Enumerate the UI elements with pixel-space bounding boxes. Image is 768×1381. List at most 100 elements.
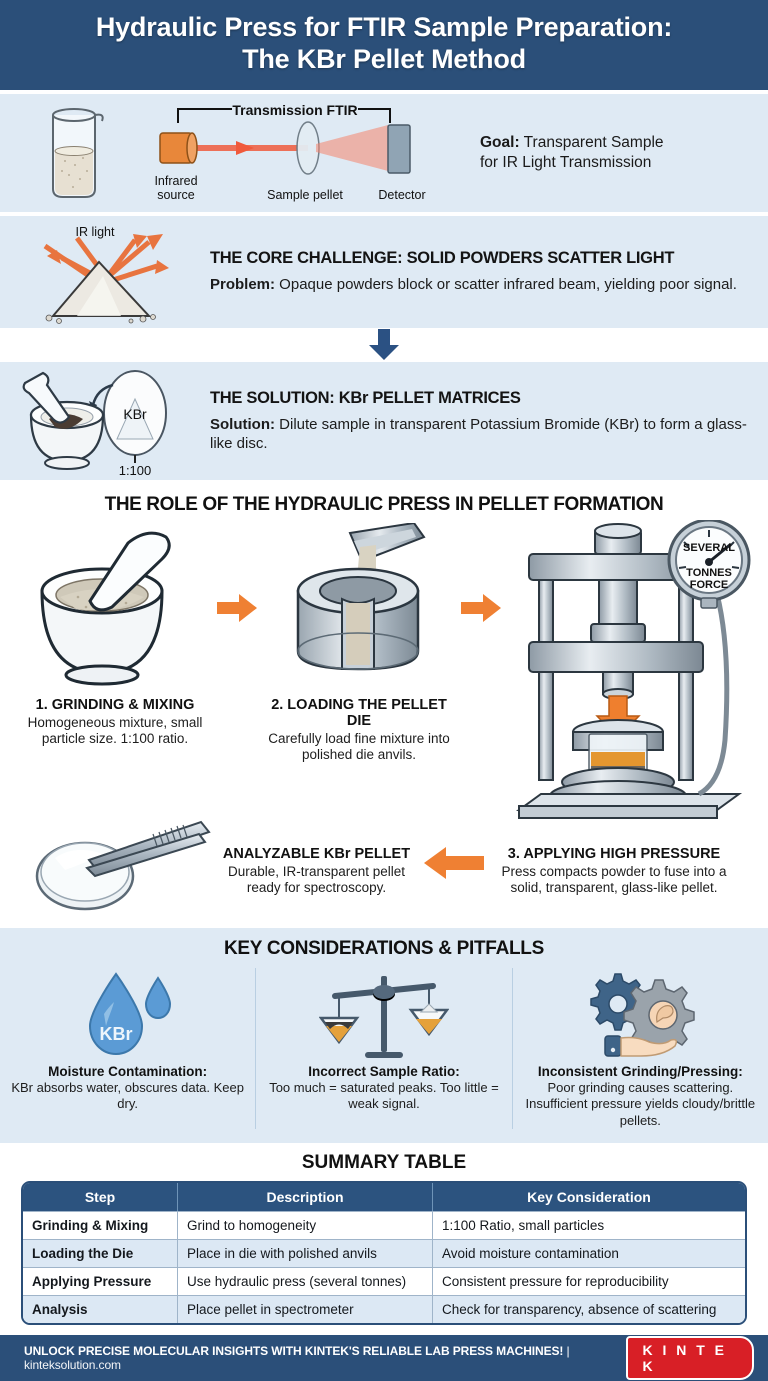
result-text: ANALYZABLE KBr PELLET Durable, IR-transp…: [214, 820, 419, 897]
step-3-heading: 3. APPLYING HIGH PRESSURE: [507, 846, 721, 862]
result-heading: ANALYZABLE KBr PELLET: [222, 846, 411, 862]
solution-label: Solution:: [210, 415, 275, 433]
grinding-body: Poor grinding causes scattering. Insuffi…: [525, 1080, 756, 1128]
moisture-heading: Moisture Contamination:: [48, 1064, 208, 1079]
kintek-logo[interactable]: K I N T E K: [626, 1335, 754, 1380]
row-4-key-consideration: Check for transparency, absence of scatt…: [433, 1294, 745, 1323]
page-title: Hydraulic Press for FTIR Sample Preparat…: [30, 12, 738, 76]
ratio-label: 1:100: [118, 463, 151, 477]
table-row: Applying Pressure Use hydraulic press (s…: [23, 1266, 745, 1295]
transmission-ftir-schematic: Transmission FTIR Infrared source Sample…: [154, 102, 425, 202]
result-row: ANALYZABLE KBr PELLET Durable, IR-transp…: [0, 816, 768, 920]
gauge-line-3: FORCE: [690, 579, 729, 591]
hydraulic-press-illustration: SEVERAL TONNES FORCE: [503, 520, 753, 820]
goal-line2: for IR Light Transmission: [480, 154, 652, 171]
solution-body: Solution: Dilute sample in transparent P…: [210, 415, 754, 453]
key-considerations-row: KBr Moisture Contamination: KBr absorbs …: [0, 968, 768, 1129]
arrow-step3-to-result: [419, 820, 489, 880]
arrow-step1-to-step2: [215, 520, 259, 695]
page-footer: UNLOCK PRECISE MOLECULAR INSIGHTS WITH K…: [0, 1334, 768, 1381]
balance-scale-icon: [318, 976, 449, 1058]
summary-table: Step Description Key Consideration Grind…: [21, 1180, 747, 1325]
problem-text: Opaque powders block or scatter infrared…: [275, 276, 737, 294]
grinding-heading: Inconsistent Grinding/Pressing:: [537, 1064, 743, 1079]
core-challenge-body: Problem: Opaque powders block or scatter…: [210, 275, 754, 294]
ratio-heading: Incorrect Sample Ratio:: [308, 1064, 460, 1079]
summary-table-section: SUMMARY TABLE Step Description Key Consi…: [0, 1142, 768, 1335]
key-considerations-title: KEY CONSIDERATIONS & PITFALLS: [224, 938, 544, 959]
footer-separator: |: [563, 1343, 570, 1358]
arrow-down-icon: [369, 329, 399, 360]
key-consideration-moisture: KBr Moisture Contamination: KBr absorbs …: [0, 968, 255, 1129]
row-1-key-consideration: 1:100 Ratio, small particles: [433, 1210, 745, 1239]
step-1-heading: 1. GRINDING & MIXING: [35, 697, 195, 713]
press-role-title: THE ROLE OF THE HYDRAULIC PRESS IN PELLE…: [104, 494, 664, 515]
table-header-row: Step Description Key Consideration: [23, 1182, 745, 1211]
table-row: Grinding & Mixing Grind to homogeneity 1…: [23, 1210, 745, 1239]
ftir-diagram-label: Transmission FTIR: [232, 102, 357, 118]
solution-desc: Dilute sample in transparent Potassium B…: [210, 415, 747, 452]
summary-table-body: Grinding & Mixing Grind to homogeneity 1…: [23, 1210, 745, 1323]
hydraulic-press-icon: SEVERAL TONNES FORCE: [515, 520, 751, 819]
grinding-icon-wrap: [575, 968, 705, 1058]
key-considerations-section: KEY CONSIDERATIONS & PITFALLS KBr Moistu…: [0, 928, 768, 1143]
process-step-1: 1. GRINDING & MIXING Homogeneous mixture…: [15, 520, 215, 748]
gears-hand-icon: [590, 973, 696, 1057]
arrow-right-icon: [217, 593, 257, 622]
step-3-text: 3. APPLYING HIGH PRESSURE Press compacts…: [489, 820, 739, 897]
drop-kbr-label: KBr: [99, 1024, 132, 1044]
summary-table-title: SUMMARY TABLE: [301, 1151, 467, 1173]
arrow-right-icon: [461, 593, 501, 622]
footer-tagline-wrap: UNLOCK PRECISE MOLECULAR INSIGHTS WITH K…: [24, 1344, 626, 1372]
moisture-icon-wrap: KBr: [82, 968, 174, 1058]
beaker-illustration: [14, 103, 134, 203]
mortar-and-kbr-icon: KBr 1:100: [22, 370, 167, 477]
gauge-line-2: TONNES: [686, 567, 732, 579]
die-loading-illustration: [259, 520, 459, 695]
row-3-step: Applying Pressure: [23, 1266, 178, 1295]
gauge-line-1: SEVERAL: [683, 542, 735, 554]
step-3-body: Press compacts powder to fuse into a sol…: [501, 864, 727, 896]
step-1-body: Homogeneous mixture, small particle size…: [27, 715, 203, 747]
mortar-pestle-icon: [40, 531, 171, 685]
page-header: Hydraulic Press for FTIR Sample Preparat…: [0, 0, 768, 90]
goal-rest: Transparent Sample: [519, 133, 664, 151]
flow-arrow-band: [0, 328, 768, 362]
step-2-body: Carefully load fine mixture into polishe…: [268, 731, 450, 763]
beaker-icon: [52, 108, 104, 198]
header-divider: [0, 90, 768, 94]
row-2-step: Loading the Die: [23, 1238, 178, 1267]
kbr-label: KBr: [123, 406, 147, 422]
key-consideration-grinding: Inconsistent Grinding/Pressing: Poor gri…: [511, 968, 768, 1129]
core-challenge-band: IR light: [0, 216, 768, 328]
problem-label: Problem:: [210, 276, 276, 294]
ir-source-label-line2: source: [157, 188, 195, 202]
summary-table-head: Step Description Key Consideration: [23, 1182, 745, 1211]
pellet-die-icon: [296, 522, 426, 670]
step-2-heading: 2. LOADING THE PELLET DIE: [271, 697, 447, 729]
pellet-tweezers-illustration: [29, 820, 214, 912]
process-step-3: SEVERAL TONNES FORCE: [503, 520, 753, 820]
row-2-description: Place in die with polished anvils: [178, 1238, 433, 1267]
result-body: Durable, IR-transparent pellet ready for…: [227, 864, 406, 896]
ratio-icon-wrap: [318, 968, 449, 1058]
ftir-diagram: Transmission FTIR Infrared source Sample…: [140, 97, 470, 210]
solution-heading: THE SOLUTION: KBr PELLET MATRICES: [210, 388, 521, 407]
solution-text: THE SOLUTION: KBr PELLET MATRICES Soluti…: [204, 389, 754, 453]
key-consideration-ratio: Incorrect Sample Ratio: Too much = satur…: [255, 968, 511, 1129]
row-3-key-consideration: Consistent pressure for reproducibility: [433, 1266, 745, 1295]
mortar-kbr-illustration: KBr 1:100: [14, 365, 204, 477]
table-row: Analysis Place pellet in spectrometer Ch…: [23, 1294, 745, 1323]
column-header-step: Step: [23, 1182, 178, 1211]
sample-pellet-label: Sample pellet: [267, 188, 343, 202]
row-4-description: Place pellet in spectrometer: [178, 1294, 433, 1323]
ratio-body: Too much = saturated peaks. Too little =…: [269, 1080, 499, 1112]
goal-band: Transmission FTIR Infrared source Sample…: [0, 94, 768, 212]
footer-url[interactable]: kinteksolution.com: [24, 1357, 121, 1372]
table-row: Loading the Die Place in die with polish…: [23, 1238, 745, 1267]
scattering-powder-icon: IR light: [43, 225, 169, 324]
ir-source-label-line1: Infrared: [154, 174, 197, 188]
row-3-description: Use hydraulic press (several tonnes): [178, 1266, 433, 1295]
moisture-body: KBr absorbs water, obscures data. Keep d…: [11, 1080, 244, 1112]
